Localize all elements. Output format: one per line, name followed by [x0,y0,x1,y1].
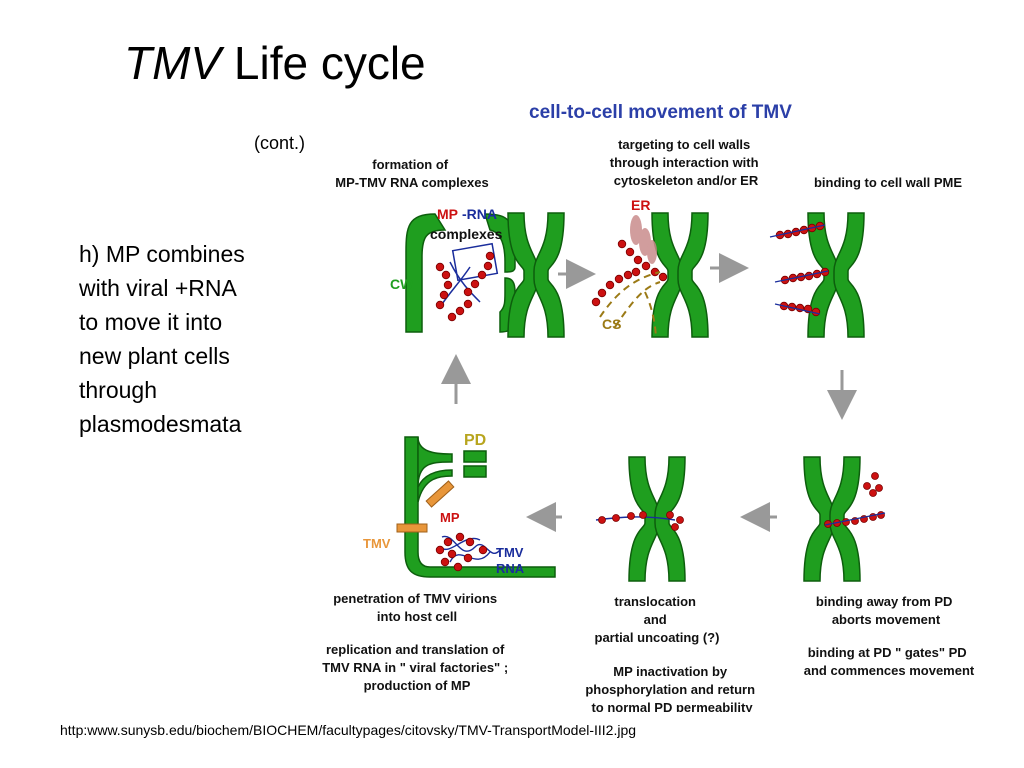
slide-title: TMV Life cycle [124,36,426,90]
label-line: RNA [496,561,525,576]
label-mp2: MP [440,510,460,525]
caption-line: MP inactivation by [613,664,728,679]
body-line: with viral +RNA [79,275,237,301]
caption-line: replication and translation of [326,642,505,657]
panel-binding-pme [769,212,865,338]
caption-line: binding to cell wall PME [814,175,962,190]
diagram-heading: cell-to-cell movement of TMV [529,102,792,123]
caption-line: binding away from PD [816,594,953,609]
label-complexes: complexes [430,226,503,242]
label-tmv-rna: TMV RNA [496,545,527,576]
caption-line: production of MP [364,678,471,693]
tmv-movement-diagram: cell-to-cell movement of TMV formation o… [322,102,975,712]
panel-binding-pd [803,456,886,582]
caption-line: cytoskeleton and/or ER [614,173,759,188]
caption-line: to normal PD permeability [591,700,753,712]
caption-line: MP-TMV RNA complexes [335,175,488,190]
caption-line: partial uncoating (?) [595,630,720,645]
caption-targeting: targeting to cell walls through interact… [610,137,762,188]
body-line: to move it into [79,309,223,335]
caption-line: into host cell [377,609,457,624]
caption-binding-at: binding at PD " gates" PD and commences … [804,645,975,678]
panel-targeting: ER CS [591,197,709,338]
label-line: TMV [496,545,524,560]
caption-line: through interaction with [610,155,759,170]
caption-penetration: penetration of TMV virions into host cel… [333,591,501,624]
label-cs: CS [602,316,621,332]
caption-binding-pme: binding to cell wall PME [814,175,962,190]
caption-formation: formation of MP-TMV RNA complexes [335,157,488,190]
body-line: h) MP combines [79,241,245,267]
caption-line: targeting to cell walls [618,137,750,152]
caption-line: phosphorylation and return [585,682,755,697]
label-cw: CW [390,276,414,292]
caption-binding-away: binding away from PD aborts movement [816,594,956,627]
panel-formation: MP -RNA complexes CW [390,206,565,338]
title-rest: Life cycle [233,37,426,89]
panel-penetration: PD TMV MP TMV RNA [363,432,556,578]
caption-line: penetration of TMV virions [333,591,497,606]
panel-translocation [595,456,686,582]
caption-line: formation of [372,157,448,172]
caption-line: binding at PD " gates" PD [808,645,967,660]
body-line: new plant cells [79,343,230,369]
caption-translocation: translocation and partial uncoating (?) [595,594,720,645]
label-pd: PD [464,432,486,449]
label-er: ER [631,197,650,213]
body-line: through [79,377,158,403]
label-dash-rna: -RNA [462,206,497,222]
caption-line: translocation [614,594,696,609]
label-mp: MP [437,206,458,222]
caption-line: aborts movement [832,612,941,627]
caption-line: and [644,612,667,627]
label-tmv: TMV [363,536,391,551]
body-text: h) MP combines with viral +RNA to move i… [79,237,245,441]
title-italic: TMV [124,37,222,89]
caption-line: TMV RNA in " viral factories" ; [322,660,508,675]
cont-note: (cont.) [254,133,306,153]
source-url: http:www.sunysb.edu/biochem/BIOCHEM/facu… [60,722,637,738]
caption-replication: replication and translation of TMV RNA i… [322,642,512,693]
caption-inactivation: MP inactivation by phosphorylation and r… [585,664,758,712]
body-line: plasmodesmata [79,411,242,437]
caption-line: and commences movement [804,663,975,678]
